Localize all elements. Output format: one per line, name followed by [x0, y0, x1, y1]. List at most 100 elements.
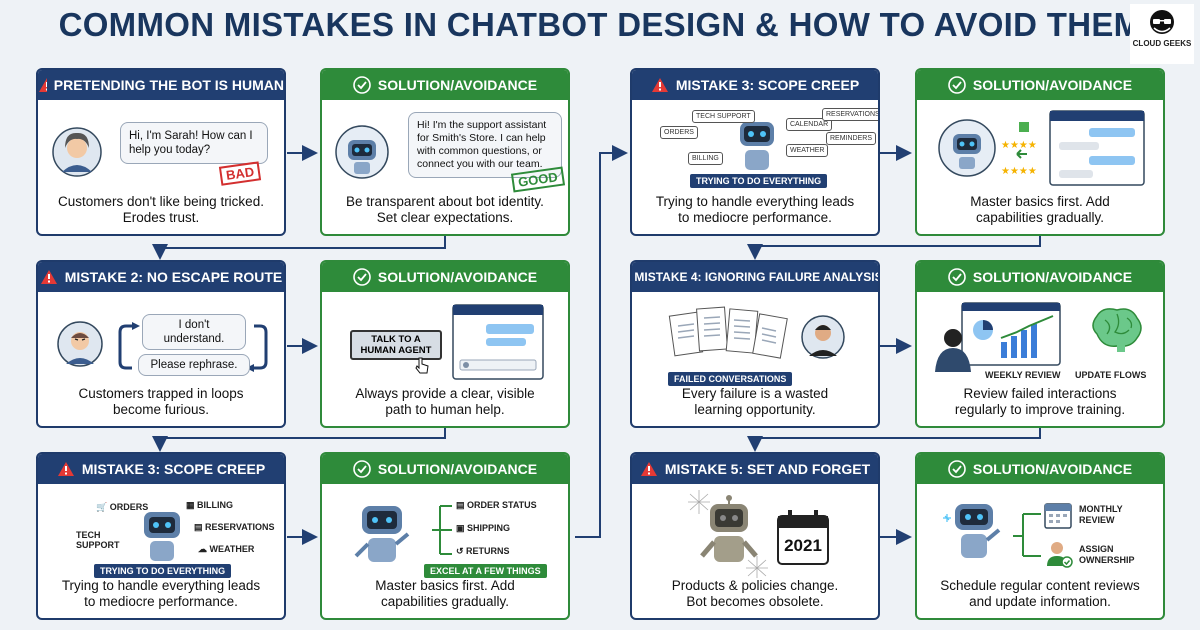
- logo-text: CLOUD GEEKS: [1132, 39, 1192, 48]
- card-header: MISTAKE 4: IGNORING FAILURE ANALYSIS: [632, 262, 878, 292]
- dusty-robot-icon: [688, 490, 768, 578]
- caption-line: path to human help.: [385, 402, 505, 417]
- pill-label: FAILED CONVERSATIONS: [668, 372, 793, 386]
- caption-line: Erodes trust.: [122, 210, 200, 225]
- card-title: SOLUTION/AVOIDANCE: [972, 77, 1133, 93]
- card-mistake-4: MISTAKE 4: IGNORING FAILURE ANALYSIS FAI…: [630, 260, 880, 428]
- chat-window-icon: [452, 304, 544, 380]
- illustration: Hi! I'm the support assistant for Smith'…: [322, 102, 568, 193]
- illustration: ★★★★ ★★★★: [917, 102, 1163, 190]
- loop-arrows-icon: [118, 322, 268, 372]
- card-solution-3-repeat: SOLUTION/AVOIDANCE ★★★★ ★★★★ Master basi…: [915, 68, 1165, 236]
- illustration: 2021: [632, 486, 878, 578]
- card-caption: Be transparent about bot identity.Set cl…: [322, 194, 568, 226]
- scope-item-label: TECH SUPPORT: [76, 530, 120, 550]
- analytics-dashboard-icon: [961, 302, 1061, 366]
- illustration: WEEKLY REVIEW UPDATE FLOWS: [917, 294, 1163, 382]
- caption-line: to mediocre performance.: [678, 210, 832, 225]
- caption-line: Customers don't like being tricked.: [58, 194, 264, 209]
- assign-ownership-label: ASSIGN OWNERSHIP: [1079, 544, 1135, 565]
- loop-bubble-2: Please rephrase.: [138, 354, 250, 376]
- card-solution-4: SOLUTION/AVOIDANCE WEEKLY REVIEW UPDATE …: [915, 260, 1165, 428]
- focus-item: ▣ SHIPPING: [456, 523, 511, 533]
- scope-tag: RESERVATIONS: [822, 108, 878, 121]
- caption-line: become furious.: [112, 402, 210, 417]
- scope-item: ▦ BILLING: [186, 500, 234, 510]
- scope-tag: ORDERS: [660, 126, 698, 139]
- scope-item-label: RESERVATIONS: [205, 522, 275, 532]
- caption-line: Set clear expectations.: [376, 210, 514, 225]
- calendar-year: 2021: [784, 536, 822, 555]
- page-title: COMMON MISTAKES IN CHATBOT DESIGN & HOW …: [58, 6, 1142, 43]
- caption-line: Trying to handle everything leads: [655, 194, 855, 209]
- chat-bubble: Hi, I'm Sarah! How can I help you today?: [120, 122, 268, 164]
- caption-line: capabilities gradually.: [380, 594, 510, 609]
- scope-tag: TECH SUPPORT: [692, 110, 755, 123]
- card-title: SOLUTION/AVOIDANCE: [377, 269, 538, 285]
- card-header: SOLUTION/AVOIDANCE: [917, 70, 1163, 100]
- geek-logo-icon: [1150, 10, 1174, 34]
- person-back-icon: [935, 329, 971, 372]
- focus-item-label: RETURNS: [466, 546, 510, 556]
- check-circle-icon: [353, 76, 371, 94]
- card-mistake-2: MISTAKE 2: NO ESCAPE ROUTE I don't under…: [36, 260, 286, 428]
- card-solution-5: SOLUTION/AVOIDANCE MONTHLY REVIEW ASSIGN…: [915, 452, 1165, 620]
- caption-line: Bot becomes obsolete.: [686, 594, 824, 609]
- card-header: MISTAKE 3: SCOPE CREEP: [38, 454, 284, 484]
- card-title: MISTAKE 2: NO ESCAPE ROUTE: [64, 269, 283, 285]
- talk-to-human-button[interactable]: TALK TO A HUMAN AGENT: [350, 330, 442, 360]
- illustration: ▤ ORDER STATUS ▣ SHIPPING ↺ RETURNS EXCE…: [322, 486, 568, 578]
- scope-item: TECH SUPPORT: [76, 530, 130, 550]
- robot-icon: [740, 122, 774, 170]
- caption-line: Schedule regular content reviews: [940, 578, 1140, 593]
- bracket-lines: [432, 505, 452, 555]
- card-title: SOLUTION/AVOIDANCE: [377, 461, 538, 477]
- chat-window-icon: [1049, 110, 1145, 186]
- warning-icon: [39, 78, 47, 92]
- card-caption: Products & policies change.Bot becomes o…: [632, 578, 878, 610]
- caption-line: to mediocre performance.: [84, 594, 238, 609]
- pill-label: TRYING TO DO EVERYTHING: [94, 564, 232, 578]
- caption-line: Products & policies change.: [671, 578, 839, 593]
- person-check-icon: [1047, 542, 1073, 568]
- scope-tag: WEATHER: [786, 144, 829, 157]
- card-mistake-1: PRETENDING THE BOT IS HUMAN Hi, I'm Sara…: [36, 68, 286, 236]
- card-title: MISTAKE 4: IGNORING FAILURE ANALYSIS: [634, 270, 880, 284]
- check-circle-icon: [948, 76, 966, 94]
- loop-bubble-1: I don't understand.: [142, 314, 246, 350]
- card-title: SOLUTION/AVOIDANCE: [972, 461, 1133, 477]
- bad-stamp: BAD: [218, 161, 262, 186]
- robot-icon: [335, 125, 389, 179]
- card-header: MISTAKE 3: SCOPE CREEP: [632, 70, 878, 100]
- caption-line: Trying to handle everything leads: [61, 578, 261, 593]
- cursor-hand-icon: [415, 357, 429, 374]
- illustration: 🛒 ORDERS ▦ BILLING TECH SUPPORT ▤ RESERV…: [38, 486, 284, 578]
- update-flows-label: UPDATE FLOWS: [1075, 370, 1147, 380]
- logo: CLOUD GEEKS: [1130, 4, 1194, 64]
- card-solution-2: SOLUTION/AVOIDANCE TALK TO A HUMAN AGENT…: [320, 260, 570, 428]
- check-circle-icon: [948, 460, 966, 478]
- warning-icon: [651, 78, 668, 92]
- illustration: Hi, I'm Sarah! How can I help you today?…: [38, 102, 284, 190]
- calendar-icon: [777, 510, 829, 565]
- card-mistake-3: MISTAKE 3: SCOPE CREEP 🛒 ORDERS ▦ BILLIN…: [36, 452, 286, 620]
- card-title: SOLUTION/AVOIDANCE: [377, 77, 538, 93]
- chat-bubble: Hi! I'm the support assistant for Smith'…: [408, 112, 562, 178]
- caption-line: Master basics first. Add: [375, 578, 515, 593]
- warning-icon: [640, 462, 657, 476]
- warning-icon: [57, 462, 74, 476]
- caption-line: learning opportunity.: [694, 402, 816, 417]
- card-mistake-5: MISTAKE 5: SET AND FORGET 2021 Products …: [630, 452, 880, 620]
- caption-line: capabilities gradually.: [975, 210, 1105, 225]
- scope-item: 🛒 ORDERS: [96, 502, 149, 512]
- angry-man-avatar-icon: [57, 321, 103, 367]
- robot-icon: [144, 512, 180, 561]
- scope-item-label: ORDERS: [109, 502, 149, 512]
- scope-tag: BILLING: [688, 152, 723, 165]
